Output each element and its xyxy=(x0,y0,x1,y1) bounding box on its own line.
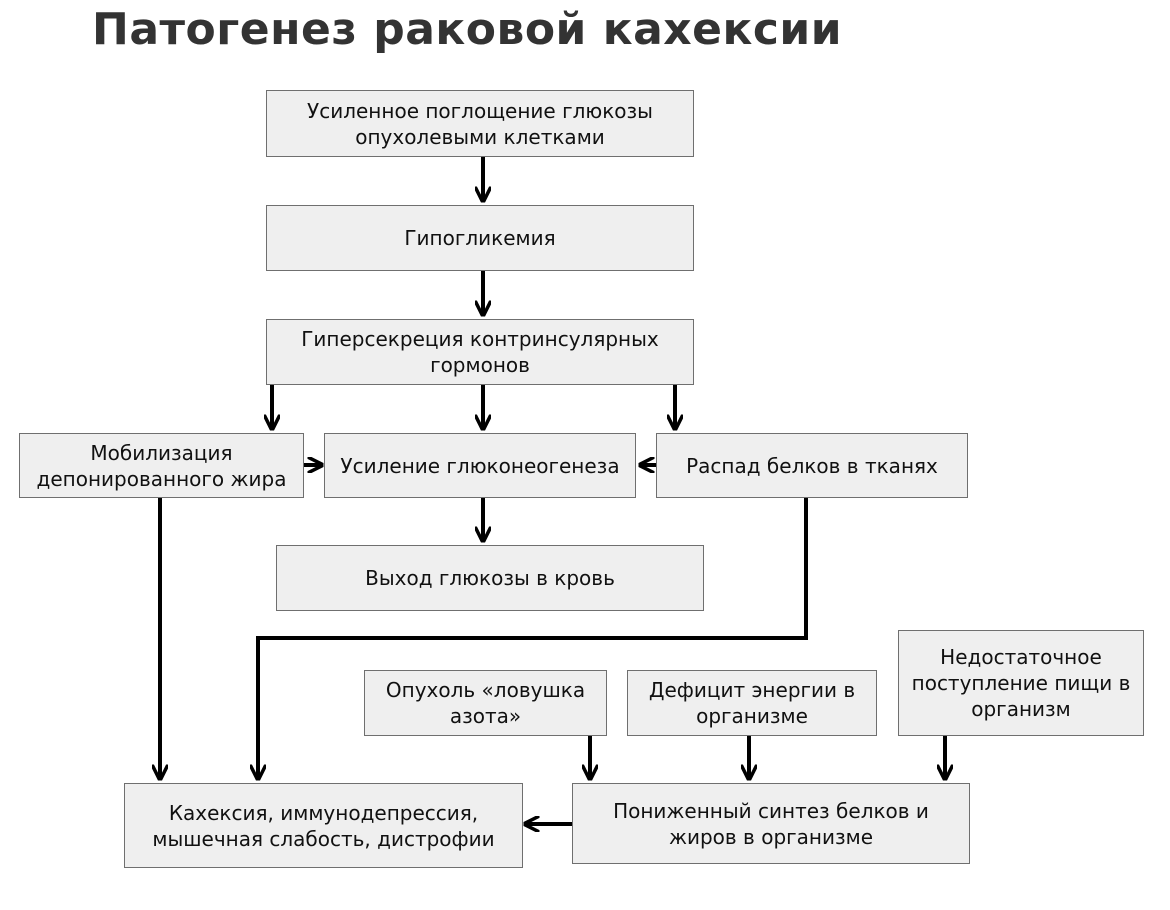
page-title: Патогенез раковой кахексии xyxy=(92,4,843,55)
node-gluconeogenesis: Усиление глюконеогенеза xyxy=(324,433,636,498)
node-food-intake: Недостаточное поступление пищи в организ… xyxy=(898,630,1144,736)
arrow-protein-to-cachexia xyxy=(258,498,808,779)
node-hypersecretion: Гиперсекреция контринсулярных гормонов xyxy=(266,319,694,385)
node-nitrogen-trap: Опухоль «ловушка азота» xyxy=(364,670,607,736)
node-protein-breakdown: Распад белков в тканях xyxy=(656,433,968,498)
node-energy-deficit: Дефицит энергии в организме xyxy=(627,670,877,736)
node-synthesis-decrease: Пониженный синтез белков и жиров в орган… xyxy=(572,783,970,864)
node-cachexia: Кахексия, иммунодепрессия, мышечная слаб… xyxy=(124,783,523,868)
node-hypoglycemia: Гипогликемия xyxy=(266,205,694,271)
node-glucose-release: Выход глюкозы в кровь xyxy=(276,545,704,611)
node-glucose-uptake: Усиленное поглощение глюкозы опухолевыми… xyxy=(266,90,694,157)
node-fat-mobilization: Мобилизация депонированного жира xyxy=(19,433,304,498)
